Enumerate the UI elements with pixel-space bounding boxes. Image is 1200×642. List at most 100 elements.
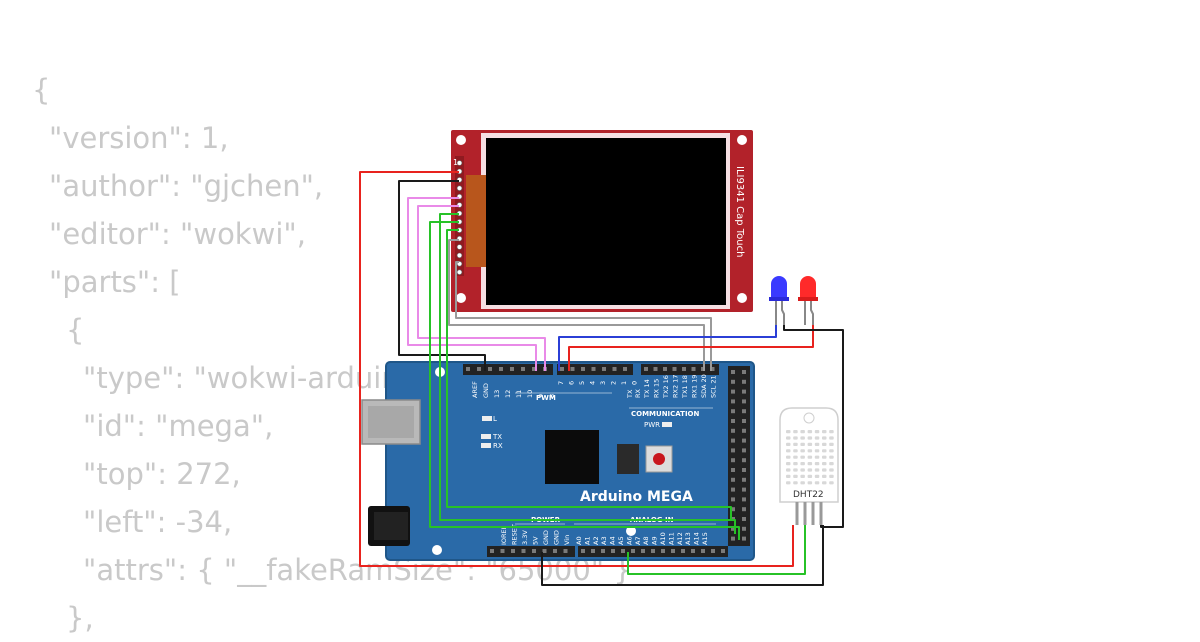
header-pin[interactable] bbox=[651, 549, 655, 553]
header-pin[interactable] bbox=[731, 399, 735, 404]
header-pin[interactable] bbox=[742, 438, 746, 443]
header-pin[interactable] bbox=[591, 367, 596, 371]
header-pin[interactable] bbox=[612, 367, 617, 371]
display-pin[interactable] bbox=[456, 160, 463, 166]
header-pin[interactable] bbox=[542, 549, 547, 553]
header-pin[interactable] bbox=[742, 428, 746, 433]
grille-slot bbox=[786, 442, 791, 446]
header-pin[interactable] bbox=[742, 507, 746, 512]
header-pin[interactable] bbox=[742, 536, 746, 541]
blue-led[interactable] bbox=[769, 276, 789, 325]
header-pin[interactable] bbox=[672, 367, 677, 371]
header-pin[interactable] bbox=[661, 549, 665, 553]
header-pin[interactable] bbox=[731, 389, 735, 394]
header-pin[interactable] bbox=[631, 549, 635, 553]
header-pin[interactable] bbox=[681, 549, 685, 553]
header-pin[interactable] bbox=[731, 438, 735, 443]
header-pin[interactable] bbox=[521, 367, 525, 371]
header-pin[interactable] bbox=[671, 549, 675, 553]
header-pin[interactable] bbox=[742, 379, 746, 384]
header-pin[interactable] bbox=[742, 419, 746, 423]
header-pin[interactable] bbox=[742, 399, 746, 404]
header-pin[interactable] bbox=[490, 549, 494, 553]
header-pin[interactable] bbox=[742, 526, 746, 531]
header-pin[interactable] bbox=[532, 549, 536, 553]
header-pin[interactable] bbox=[731, 448, 735, 453]
reset-button[interactable] bbox=[653, 453, 665, 465]
pin-label: A13 bbox=[684, 532, 692, 545]
header-pin[interactable] bbox=[488, 367, 492, 371]
header-pin[interactable] bbox=[563, 549, 568, 553]
grille-slot bbox=[786, 436, 791, 440]
header-pin[interactable] bbox=[591, 549, 595, 553]
header-pin[interactable] bbox=[621, 549, 625, 553]
display-hole bbox=[737, 293, 747, 303]
header-pin[interactable] bbox=[742, 370, 746, 374]
header-pin[interactable] bbox=[742, 517, 746, 521]
header-pin[interactable] bbox=[731, 526, 735, 531]
red-led[interactable] bbox=[798, 276, 818, 325]
header-pin[interactable] bbox=[721, 549, 725, 553]
display-pin[interactable] bbox=[456, 185, 463, 191]
header-pin[interactable] bbox=[742, 409, 746, 414]
header-pin[interactable] bbox=[731, 507, 735, 512]
header-pin[interactable] bbox=[731, 419, 735, 423]
header-pin[interactable] bbox=[731, 497, 735, 502]
header-pin[interactable] bbox=[731, 487, 735, 492]
header-pin[interactable] bbox=[570, 367, 575, 371]
arduino-mega-board[interactable]: L TX RX PWR Arduino MEGA PWM COMMUNICATI… bbox=[361, 361, 755, 561]
header-pin[interactable] bbox=[611, 549, 615, 553]
header-pin[interactable] bbox=[623, 367, 627, 371]
display-pin[interactable] bbox=[456, 252, 463, 259]
grille-slot bbox=[807, 449, 813, 453]
header-pin[interactable] bbox=[691, 549, 695, 553]
header-pin[interactable] bbox=[500, 549, 505, 553]
display-pin[interactable] bbox=[456, 244, 463, 250]
header-pin[interactable] bbox=[644, 367, 648, 371]
header-pin[interactable] bbox=[731, 477, 735, 482]
header-pin[interactable] bbox=[731, 536, 735, 541]
header-pin[interactable] bbox=[742, 468, 746, 472]
display-pin[interactable] bbox=[456, 269, 463, 275]
dht22-sensor[interactable]: DHT22 bbox=[779, 407, 839, 525]
header-pin[interactable] bbox=[641, 549, 645, 553]
header-pin[interactable] bbox=[742, 497, 746, 502]
header-pin[interactable] bbox=[731, 409, 735, 414]
header-pin[interactable] bbox=[701, 549, 705, 553]
header-pin[interactable] bbox=[653, 367, 658, 371]
header-pin[interactable] bbox=[710, 367, 715, 371]
grille-slot bbox=[793, 449, 798, 453]
header-pin[interactable] bbox=[731, 468, 735, 472]
header-pin[interactable] bbox=[682, 367, 686, 371]
header-pin[interactable] bbox=[731, 458, 735, 463]
header-pin[interactable] bbox=[553, 549, 557, 553]
header-pin[interactable] bbox=[510, 367, 514, 371]
pin-label: RX 15 bbox=[653, 379, 661, 398]
ili9341-display[interactable]: 1 ILI9341 Cap Touch bbox=[451, 130, 753, 312]
header-pin[interactable] bbox=[742, 448, 746, 453]
header-pin[interactable] bbox=[731, 379, 735, 384]
header-pin[interactable] bbox=[499, 367, 503, 371]
header-pin[interactable] bbox=[477, 367, 481, 371]
header-pin[interactable] bbox=[691, 367, 696, 371]
header-pin[interactable] bbox=[742, 477, 746, 482]
dht22-hole bbox=[803, 412, 815, 424]
header-pin[interactable] bbox=[581, 367, 585, 371]
header-pin[interactable] bbox=[511, 549, 515, 553]
header-pin[interactable] bbox=[742, 458, 746, 463]
header-pin[interactable] bbox=[711, 549, 715, 553]
header-pin[interactable] bbox=[731, 428, 735, 433]
header-pin[interactable] bbox=[466, 367, 470, 371]
header-pin[interactable] bbox=[521, 549, 526, 553]
header-pin[interactable] bbox=[581, 549, 585, 553]
header-pin[interactable] bbox=[602, 367, 606, 371]
header-pin[interactable] bbox=[731, 370, 735, 374]
pin-label: TX2 16 bbox=[662, 375, 670, 399]
header-pin[interactable] bbox=[742, 389, 746, 394]
header-pin[interactable] bbox=[742, 487, 746, 492]
header-pin[interactable] bbox=[560, 367, 564, 371]
header-pin[interactable] bbox=[663, 367, 667, 371]
header-pin[interactable] bbox=[532, 367, 536, 371]
header-pin[interactable] bbox=[601, 549, 605, 553]
wire-green-2 bbox=[429, 221, 740, 540]
